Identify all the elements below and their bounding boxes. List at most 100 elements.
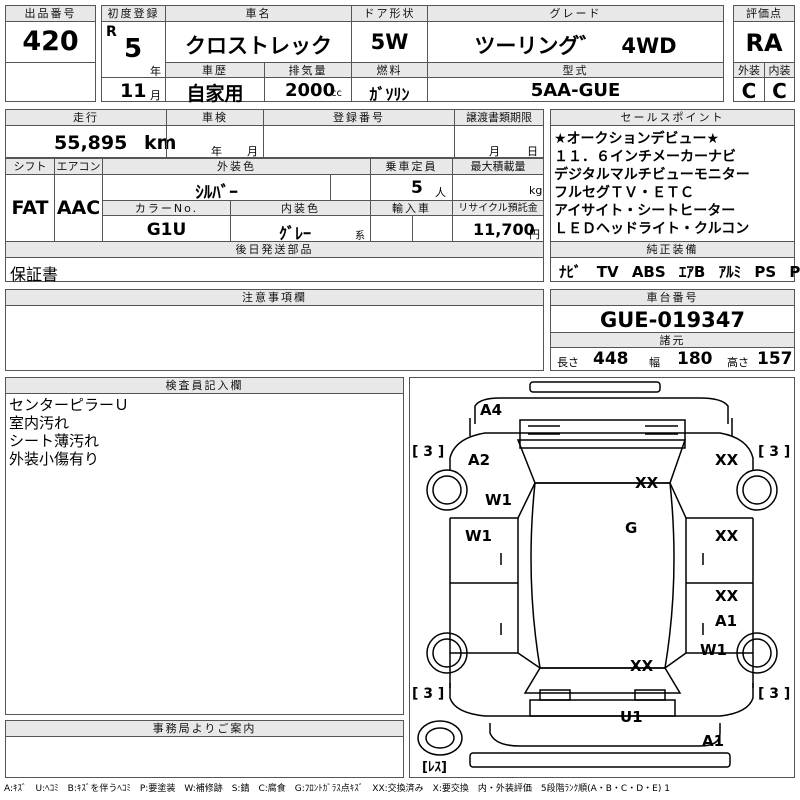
inspection-month-unit: 月	[247, 145, 258, 158]
height: 157	[757, 349, 793, 369]
pillars	[517, 482, 687, 669]
front-left-wheel-inner	[432, 475, 462, 505]
ext-color-extra-cell	[330, 174, 371, 201]
import-cell-b	[412, 215, 453, 242]
damage-mark: XX	[715, 451, 739, 469]
inspector-header: 検査員記入欄	[5, 377, 404, 394]
lot-no-blank	[5, 62, 96, 102]
door: 5W	[370, 30, 409, 54]
int-color-header: 内装色	[230, 200, 371, 216]
reg-no-cell	[263, 125, 455, 158]
displacement-header: 排気量	[264, 62, 352, 78]
damage-mark: A1	[702, 732, 724, 750]
inspector-note: センターピラーＵ	[9, 396, 130, 414]
fuel: ｶﾞｿﾘﾝ	[369, 85, 410, 104]
width-label: 幅	[649, 356, 660, 369]
tire-front-right: [ 3 ]	[758, 444, 790, 460]
tire-front-left: [ 3 ]	[412, 444, 444, 460]
spare-tire	[417, 720, 463, 756]
history-cell: 自家用	[165, 77, 265, 105]
int-color-unit: 系	[355, 231, 365, 242]
tire-rear-left: [ 3 ]	[412, 686, 444, 702]
displacement-unit: cc	[331, 88, 342, 99]
aircon: AAC	[56, 197, 101, 219]
later-parts-cell: 保証書	[5, 257, 544, 284]
grille	[528, 425, 678, 435]
transfer-deadline-cell: 月 日	[454, 125, 544, 158]
specs-header: 諸元	[550, 332, 795, 348]
door-header: ドア形状	[351, 5, 428, 22]
car-name-cell: クロストレック	[165, 21, 352, 63]
displacement-value: 2000	[285, 80, 336, 101]
interior-grade-cell: C	[764, 77, 795, 103]
inspection-header: 車検	[166, 109, 264, 126]
later-parts-header: 後日発送部品	[5, 241, 544, 258]
damage-mark: A4	[480, 401, 502, 419]
front-bumper-sides	[469, 418, 733, 436]
genuine-equipment-header: 純正装備	[550, 241, 795, 258]
recycle-value: 11,700	[473, 220, 535, 239]
rear-left-wheel-inner	[432, 638, 462, 668]
grade-header: グレード	[427, 5, 724, 22]
spare-tire-inner	[425, 727, 455, 749]
history: 自家用	[186, 83, 244, 105]
rear-lamp-right	[634, 689, 666, 701]
mileage-cell: 55,895 km	[5, 125, 176, 158]
damage-mark: XX	[635, 474, 659, 492]
sales-point: ★オークションデビュー★	[554, 131, 720, 147]
equipment-item: ﾅﾋﾞ	[559, 263, 582, 281]
score-header: 評価点	[733, 5, 795, 22]
car-name-header: 車名	[165, 5, 352, 22]
model-cell: 5AA-GUE	[427, 77, 724, 102]
inspector-notes: センターピラーＵ 室内汚れ シート薄汚れ 外装小傷有り	[9, 396, 129, 468]
aircon-header: エアコン	[54, 158, 103, 175]
front-right-wheel-inner	[742, 475, 772, 505]
chassis-no: GUE-019347	[599, 308, 746, 332]
rear-right-wheel	[736, 632, 778, 674]
first-reg-year: 5	[124, 34, 143, 64]
length: 448	[593, 349, 629, 369]
sales-point: デジタルマルチビューモニター	[554, 167, 750, 183]
mileage-value: 55,895	[54, 132, 128, 154]
capacity-header: 乗車定員	[370, 158, 453, 175]
right-doors	[685, 517, 753, 654]
first-reg-year-unit: 年	[150, 65, 161, 78]
car-diagram: A4 A2 XX W1 XX G W1 XX XX A1 W1 XX U1 A1…	[412, 381, 790, 775]
int-color-cell: ｸﾞﾚｰ 系	[230, 215, 371, 243]
sales-point: １１．６インチメーカーナビ	[554, 149, 736, 165]
damage-mark: G	[625, 519, 637, 537]
first-reg-month-cell: 11 月	[101, 77, 166, 102]
first-reg-cell: R 5 年	[101, 21, 166, 78]
equipment-item: ABS	[631, 263, 666, 281]
car-name: クロストレック	[185, 34, 332, 58]
damage-mark: U1	[620, 708, 643, 726]
roof	[530, 482, 675, 669]
color-no: G1U	[146, 220, 187, 240]
capacity-cell: 5 人	[370, 174, 453, 201]
equipment-item: PS	[754, 263, 777, 281]
exterior-header: 外装	[733, 62, 765, 78]
reg-no-header: 登録番号	[263, 109, 455, 126]
door-handles	[500, 553, 704, 635]
first-reg-era: R	[106, 24, 117, 40]
rear-lamp-left	[539, 689, 571, 701]
shift: FAT	[11, 197, 49, 219]
import-header: 輸入車	[370, 200, 453, 216]
mileage-header: 走行	[5, 109, 167, 126]
sales-point: アイサイト・シートヒーター	[554, 203, 736, 219]
spare-tire-status: [ﾚｽ]	[422, 760, 447, 775]
int-color: ｸﾞﾚｰ	[279, 224, 312, 243]
notes-header: 注意事項欄	[5, 289, 544, 306]
car-outline	[417, 381, 778, 768]
damage-mark: XX	[715, 587, 739, 605]
damage-mark: XX	[630, 657, 654, 675]
damage-mark: W1	[700, 641, 727, 659]
height-label: 高さ	[727, 356, 749, 369]
lot-no: 420	[22, 26, 79, 57]
max-load-header: 最大積載量	[452, 158, 544, 175]
inspector-note: シート薄汚れ	[9, 432, 100, 450]
transfer-deadline-month-unit: 月	[489, 145, 500, 158]
damage-diagram-panel: A4 A2 XX W1 XX G W1 XX XX A1 W1 XX U1 A1…	[409, 377, 795, 778]
sales-points-list: ★オークションデビュー★ １１．６インチメーカーナビ デジタルマルチビューモニタ…	[554, 130, 750, 238]
grade: ツーリング゛ 4WD	[474, 34, 677, 58]
